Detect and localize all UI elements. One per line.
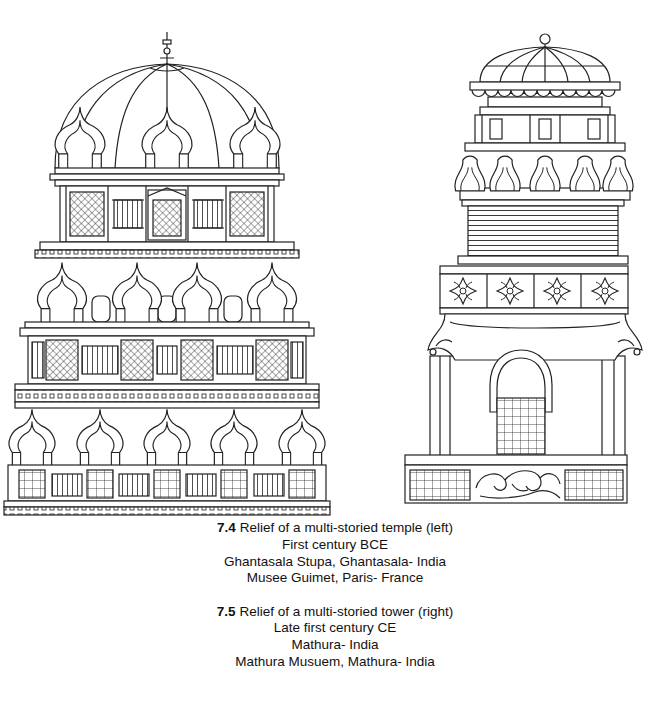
- caption-text: Mathura- India: [291, 637, 378, 652]
- caption-text: Relief of a multi-storied temple (left): [240, 520, 453, 535]
- caption-text: Relief of a multi-storied tower (right): [239, 604, 453, 619]
- caption-text: First century BCE: [282, 537, 388, 552]
- figure-number: 7.5: [217, 604, 236, 619]
- caption-line: 7.5Relief of a multi-storied tower (righ…: [0, 604, 670, 620]
- caption-text: Mathura Musuem, Mathura- India: [235, 654, 435, 669]
- temple-relief: [4, 32, 330, 515]
- caption-line: Musee Guimet, Paris- France: [0, 570, 670, 586]
- caption-line: First century BCE: [0, 537, 670, 553]
- caption-text: Musee Guimet, Paris- France: [247, 570, 423, 585]
- caption-line: Mathura- India: [0, 637, 670, 653]
- tower-relief: [405, 34, 642, 503]
- caption-line: Ghantasala Stupa, Ghantasala- India: [0, 554, 670, 570]
- caption-line: Late first century CE: [0, 620, 670, 636]
- caption-line: 7.4 Relief of a multi-storied temple (lef…: [0, 520, 670, 536]
- caption-text: Late first century CE: [274, 620, 396, 635]
- caption-line: Mathura Musuem, Mathura- India: [0, 654, 670, 670]
- figure-number: 7.4: [217, 520, 236, 535]
- caption-text: Ghantasala Stupa, Ghantasala- India: [224, 554, 446, 569]
